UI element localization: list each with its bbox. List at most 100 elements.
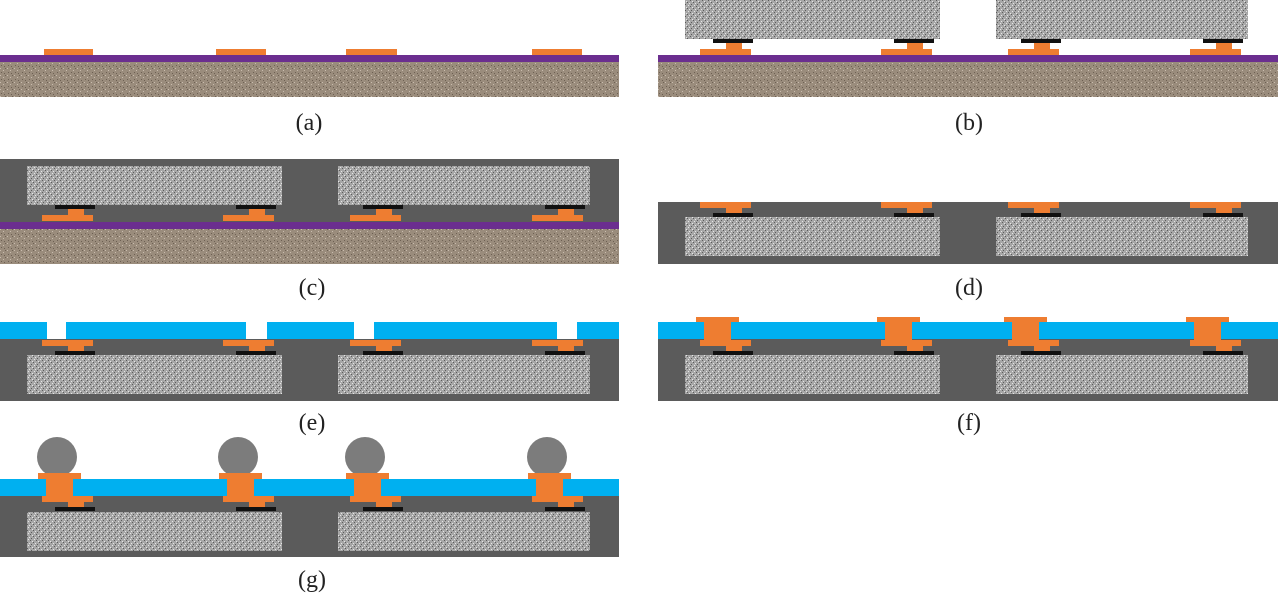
dielectric-segment-1	[0, 322, 47, 339]
die-pad-3	[363, 351, 403, 355]
copper-bump-2	[907, 208, 923, 213]
via-cap-2	[877, 317, 920, 322]
solder-ball-2	[218, 437, 258, 477]
via-body-3	[1012, 322, 1039, 340]
die-pad-3	[363, 507, 403, 511]
die-pad-4	[545, 351, 585, 355]
carrier-substrate	[658, 62, 1278, 97]
copper-pad-1	[700, 49, 751, 55]
copper-bump-3	[376, 209, 392, 215]
via-cap-3	[346, 473, 389, 479]
die-pad-4	[1203, 39, 1243, 43]
die-pad-2	[894, 39, 934, 43]
die-pad-2	[236, 205, 276, 209]
panel-a	[0, 49, 619, 97]
copper-bump-2	[249, 502, 265, 507]
copper-pad-4	[532, 49, 582, 55]
panel-d	[658, 202, 1278, 264]
dielectric-segment-4	[374, 322, 557, 339]
copper-bump-1	[726, 43, 742, 49]
copper-pad-1	[42, 215, 93, 221]
copper-bump-3	[1034, 43, 1050, 49]
die-pad-3	[1021, 351, 1061, 355]
panel-e	[0, 322, 619, 401]
via-cap-1	[38, 473, 81, 479]
copper-pad-2	[223, 340, 274, 346]
die-left	[27, 355, 282, 394]
die-pad-4	[545, 507, 585, 511]
copper-bump-2	[907, 43, 923, 49]
copper-pad-2	[216, 49, 266, 55]
die-pad-2	[894, 351, 934, 355]
die-pad-1	[713, 351, 753, 355]
copper-bump-3	[1034, 208, 1050, 213]
copper-pad-3	[1008, 49, 1059, 55]
release-layer	[658, 55, 1278, 62]
caption-d: (d)	[955, 275, 983, 301]
caption-f: (f)	[957, 410, 981, 436]
die-pad-4	[545, 205, 585, 209]
via-cap-3	[1004, 317, 1047, 322]
via-cap-1	[696, 317, 739, 322]
copper-bump-3	[1034, 346, 1050, 351]
copper-pad-3	[350, 340, 401, 346]
copper-pad-3	[350, 215, 401, 221]
carrier-substrate	[0, 62, 619, 97]
copper-pad-4	[1190, 49, 1241, 55]
copper-pad-4	[1190, 340, 1241, 346]
via-body-1	[704, 322, 731, 340]
copper-bump-1	[68, 346, 84, 351]
via-body-2	[885, 322, 912, 340]
die-left	[27, 166, 282, 205]
panel-g	[0, 437, 619, 557]
die-left	[685, 0, 940, 39]
copper-bump-4	[558, 209, 574, 215]
copper-bump-1	[68, 209, 84, 215]
die-pad-1	[55, 205, 95, 209]
die-pad-3	[1021, 39, 1061, 43]
copper-pad-2	[881, 49, 932, 55]
die-right	[338, 166, 590, 205]
dielectric-layer	[0, 479, 619, 496]
copper-bump-2	[249, 346, 265, 351]
die-pad-4	[1203, 351, 1243, 355]
copper-bump-1	[726, 208, 742, 213]
die-right	[338, 355, 590, 394]
copper-bump-4	[1216, 43, 1232, 49]
die-pad-2	[236, 351, 276, 355]
die-right	[996, 355, 1248, 394]
solder-ball-1	[37, 437, 77, 477]
die-pad-1	[713, 39, 753, 43]
dielectric-segment-3	[267, 322, 354, 339]
copper-pad-2	[223, 215, 274, 221]
via-body-3	[354, 479, 381, 496]
via-body-4	[1194, 322, 1221, 340]
copper-pad-4	[532, 340, 583, 346]
die-pad-1	[55, 507, 95, 511]
copper-bump-1	[726, 346, 742, 351]
caption-e: (e)	[299, 410, 326, 436]
copper-pad-2	[881, 340, 932, 346]
die-pad-1	[713, 213, 753, 217]
copper-pad-1	[42, 496, 93, 502]
via-body-2	[227, 479, 254, 496]
die-left	[27, 512, 282, 551]
carrier-substrate	[0, 229, 619, 264]
via-body-1	[46, 479, 73, 496]
release-layer	[0, 222, 619, 229]
copper-pad-3	[350, 496, 401, 502]
solder-ball-3	[345, 437, 385, 477]
copper-bump-3	[376, 346, 392, 351]
caption-g: (g)	[298, 567, 326, 593]
copper-bump-4	[1216, 346, 1232, 351]
die-right	[338, 512, 590, 551]
via-cap-4	[528, 473, 571, 479]
release-layer	[0, 55, 619, 62]
die-right	[996, 0, 1248, 39]
copper-bump-2	[249, 209, 265, 215]
via-cap-4	[1186, 317, 1229, 322]
dielectric-segment-5	[577, 322, 619, 339]
copper-pad-1	[700, 340, 751, 346]
panel-b	[658, 0, 1278, 97]
